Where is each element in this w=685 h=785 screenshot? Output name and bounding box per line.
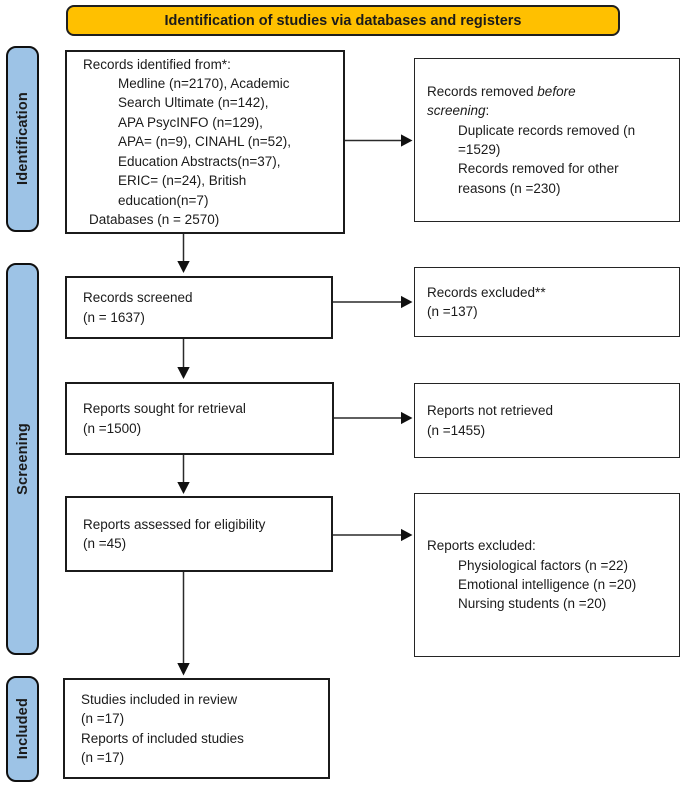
text-line: Reports assessed for eligibility <box>83 516 266 532</box>
text-line: reasons (n =230) <box>458 180 561 196</box>
stage-label-included-text: Included <box>14 698 31 760</box>
text-italic: before <box>537 83 576 99</box>
banner-databases-registers: Identification of studies via databases … <box>66 5 620 36</box>
text-line: =1529) <box>458 142 501 157</box>
arrow-assessed-to-included <box>177 572 190 676</box>
text-line: APA= (n=9), CINAHL (n=52), <box>118 134 291 150</box>
text-line: (n =1500) <box>83 420 142 436</box>
text-line: education(n=7) <box>118 192 209 208</box>
stage-label-identification: Identification <box>6 46 39 232</box>
text-line: Studies included in review <box>81 691 238 707</box>
box-reports-sought: Reports sought for retrieval (n =1500) <box>65 382 334 455</box>
text-line: screening: <box>427 101 673 120</box>
box-records-excluded: Records excluded** (n =137) <box>414 267 680 337</box>
text-line: Records identified from*: <box>83 56 231 72</box>
stage-label-identification-text: Identification <box>14 92 31 186</box>
text-line: Reports excluded: <box>427 538 536 554</box>
text-line: Education Abstracts(n=37), <box>118 153 281 169</box>
text-line: Nursing students (n =20) <box>458 596 607 612</box>
text-line: Physiological factors (n =22) <box>458 557 628 573</box>
stage-label-screening: Screening <box>6 263 39 655</box>
text-line: (n = 1637) <box>83 309 145 325</box>
box-reports-assessed: Reports assessed for eligibility (n =45) <box>65 496 333 572</box>
text-line: Records excluded** <box>427 284 546 300</box>
text-line: Records removed for other <box>458 161 619 177</box>
text-span: Records removed <box>427 83 538 99</box>
text-line: Records removed before <box>427 82 673 101</box>
arrow-identified-to-removed <box>345 134 413 147</box>
text-line: Duplicate records removed (n <box>458 122 636 138</box>
box-records-removed-before-screening: Records removed before screening: Duplic… <box>414 58 680 222</box>
text-span: : <box>485 103 490 119</box>
text-line: Search Ultimate (n=142), <box>118 95 269 111</box>
text-line: (n =1455) <box>427 422 486 438</box>
text-line: Records screened <box>83 290 193 306</box>
arrow-identified-to-screened <box>177 234 190 273</box>
box-reports-excluded: Reports excluded: Physiological factors … <box>414 493 680 657</box>
text-line: ERIC= (n=24), British <box>118 173 247 189</box>
text-line: (n =17) <box>81 711 125 727</box>
text-line: APA PsycINFO (n=129), <box>118 114 263 130</box>
text-line: (n =17) <box>81 749 125 765</box>
text-line: (n =137) <box>427 304 478 319</box>
text-italic: screening <box>427 103 486 119</box>
box-reports-not-retrieved: Reports not retrieved (n =1455) <box>414 383 680 458</box>
text-line: Reports not retrieved <box>427 403 554 419</box>
box-records-identified: Records identified from*: Medline (n=217… <box>65 50 345 234</box>
stage-label-screening-text: Screening <box>14 423 31 495</box>
arrow-sought-to-not-retrieved <box>334 411 413 425</box>
box-records-screened: Records screened (n = 1637) <box>65 276 333 339</box>
text-line: Medline (n=2170), Academic <box>118 76 290 92</box>
text-line: Emotional intelligence (n =20) <box>458 577 637 592</box>
arrow-sought-to-assessed <box>177 455 190 494</box>
arrow-screened-to-excluded <box>333 295 413 309</box>
text-line: (n =45) <box>83 536 127 551</box>
arrow-assessed-to-reports-excluded <box>333 528 413 542</box>
box-studies-included: Studies included in review (n =17) Repor… <box>63 678 330 779</box>
text-line: Reports sought for retrieval <box>83 401 246 417</box>
arrow-screened-to-sought <box>177 339 190 379</box>
text-line: Reports of included studies <box>81 730 244 746</box>
text-line: Databases (n = 2570) <box>89 211 220 227</box>
stage-label-included: Included <box>6 676 39 782</box>
